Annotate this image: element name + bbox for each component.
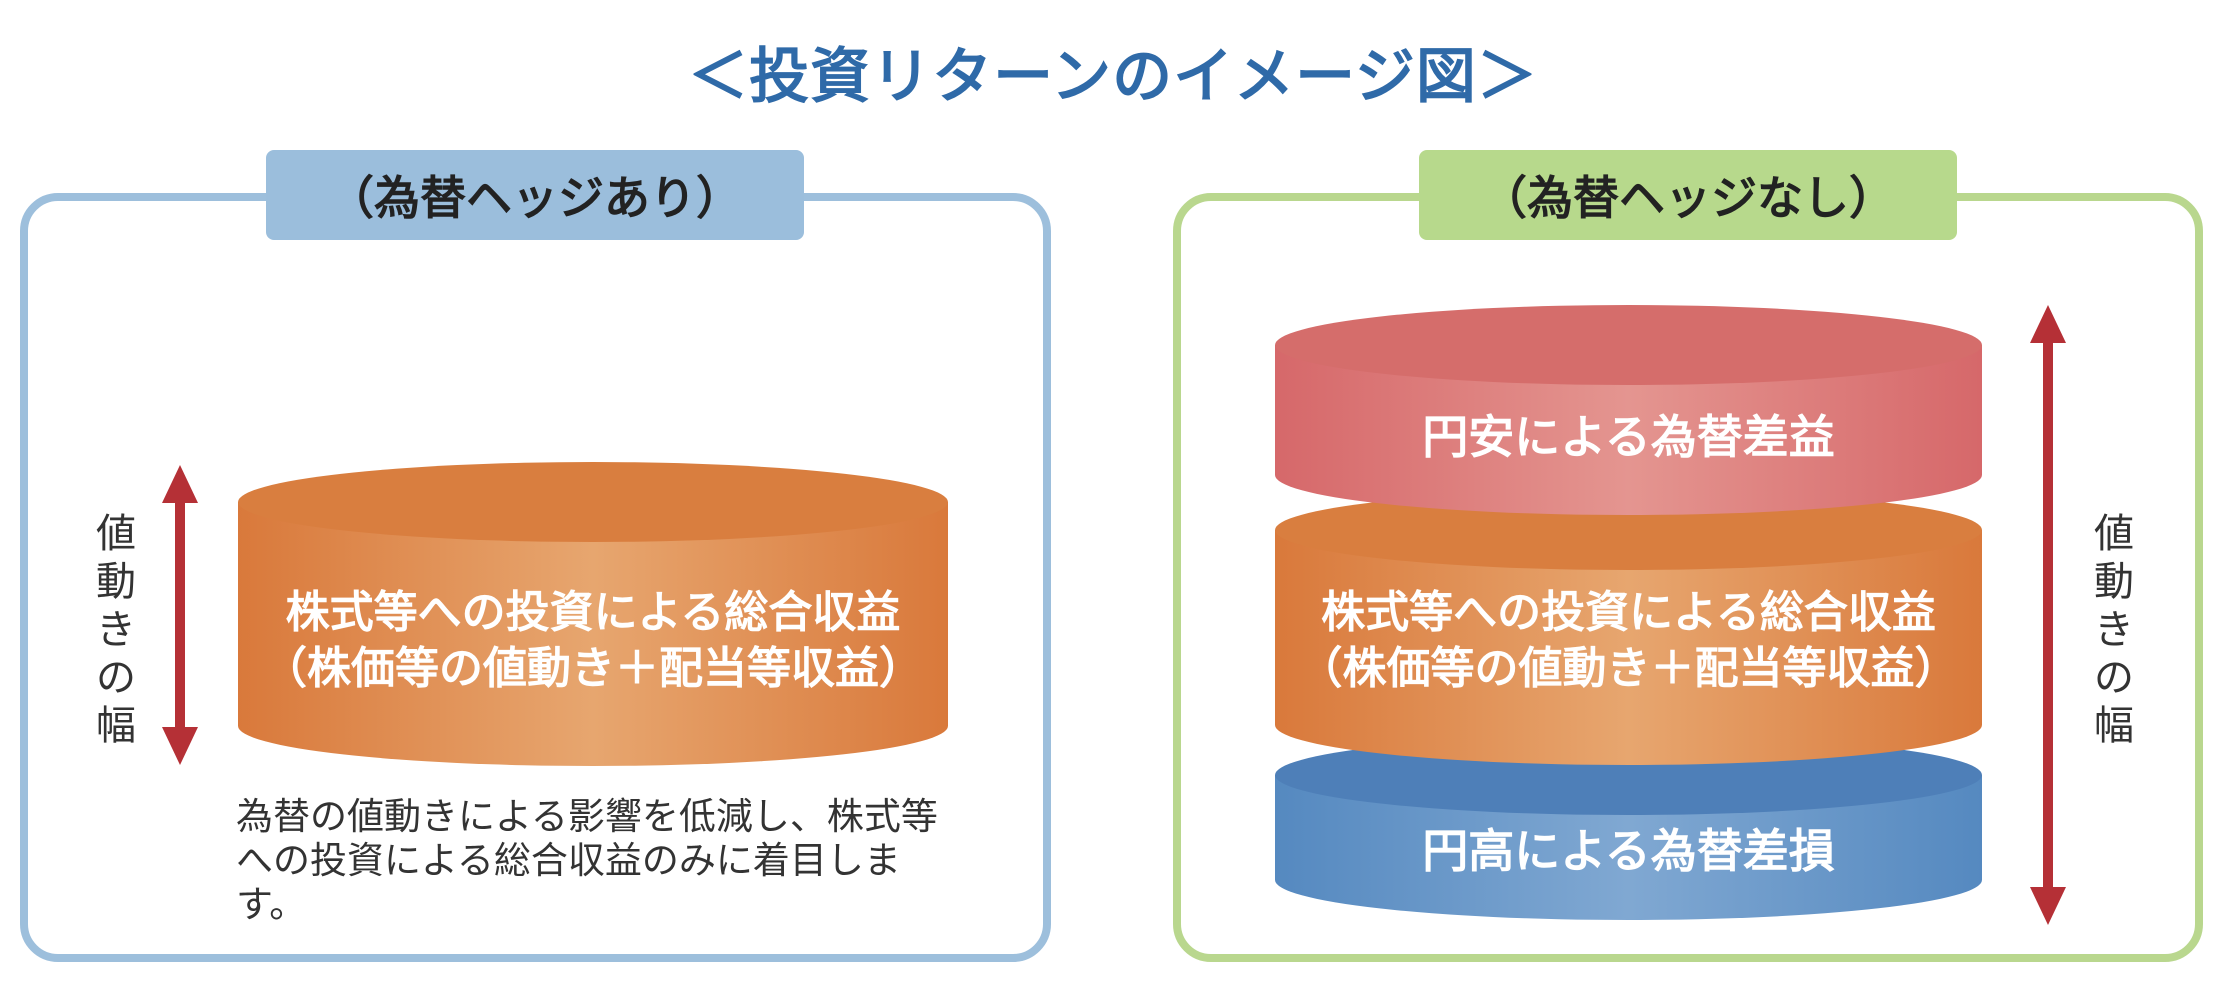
diagram-title: ＜投資リターンのイメージ図＞ (688, 42, 1538, 112)
cylinder-total-return-right (1275, 490, 1982, 765)
range-label-right: 値動きの幅 (2094, 511, 2134, 749)
cylinder-label-left-line2: （株価等の値動き＋配当等収益） (263, 642, 923, 694)
range-arrow-left (162, 465, 198, 765)
cylinder-fx-gain (1275, 305, 1982, 515)
fx-loss-label: 円高による為替差損 (1422, 824, 1835, 878)
cylinder-label-left: 株式等への投資による総合収益 （株価等の値動き＋配当等収益） (238, 585, 948, 697)
fx-gain-label: 円安による為替差益 (1422, 410, 1835, 464)
range-label-left: 値動きの幅 (96, 511, 136, 749)
range-arrow-right (2030, 305, 2066, 925)
cylinder-total-return-left (238, 462, 948, 766)
cylinder-label-right: 株式等への投資による総合収益 （株価等の値動き＋配当等収益） (1275, 585, 1982, 697)
unhedged-tab-label: （為替ヘッジなし） (1419, 150, 1957, 240)
hedged-note: 為替の値動きによる影響を低減し、株式等への投資による総合収益のみに着目します。 (236, 795, 938, 926)
hedged-tab-label: （為替ヘッジあり） (266, 150, 804, 240)
cylinder-label-left-line1: 株式等への投資による総合収益 (285, 587, 901, 638)
cylinder-label-right-line2: （株価等の値動き＋配当等収益） (1298, 642, 1959, 694)
cylinder-label-right-line1: 株式等への投資による総合収益 (1321, 587, 1936, 638)
